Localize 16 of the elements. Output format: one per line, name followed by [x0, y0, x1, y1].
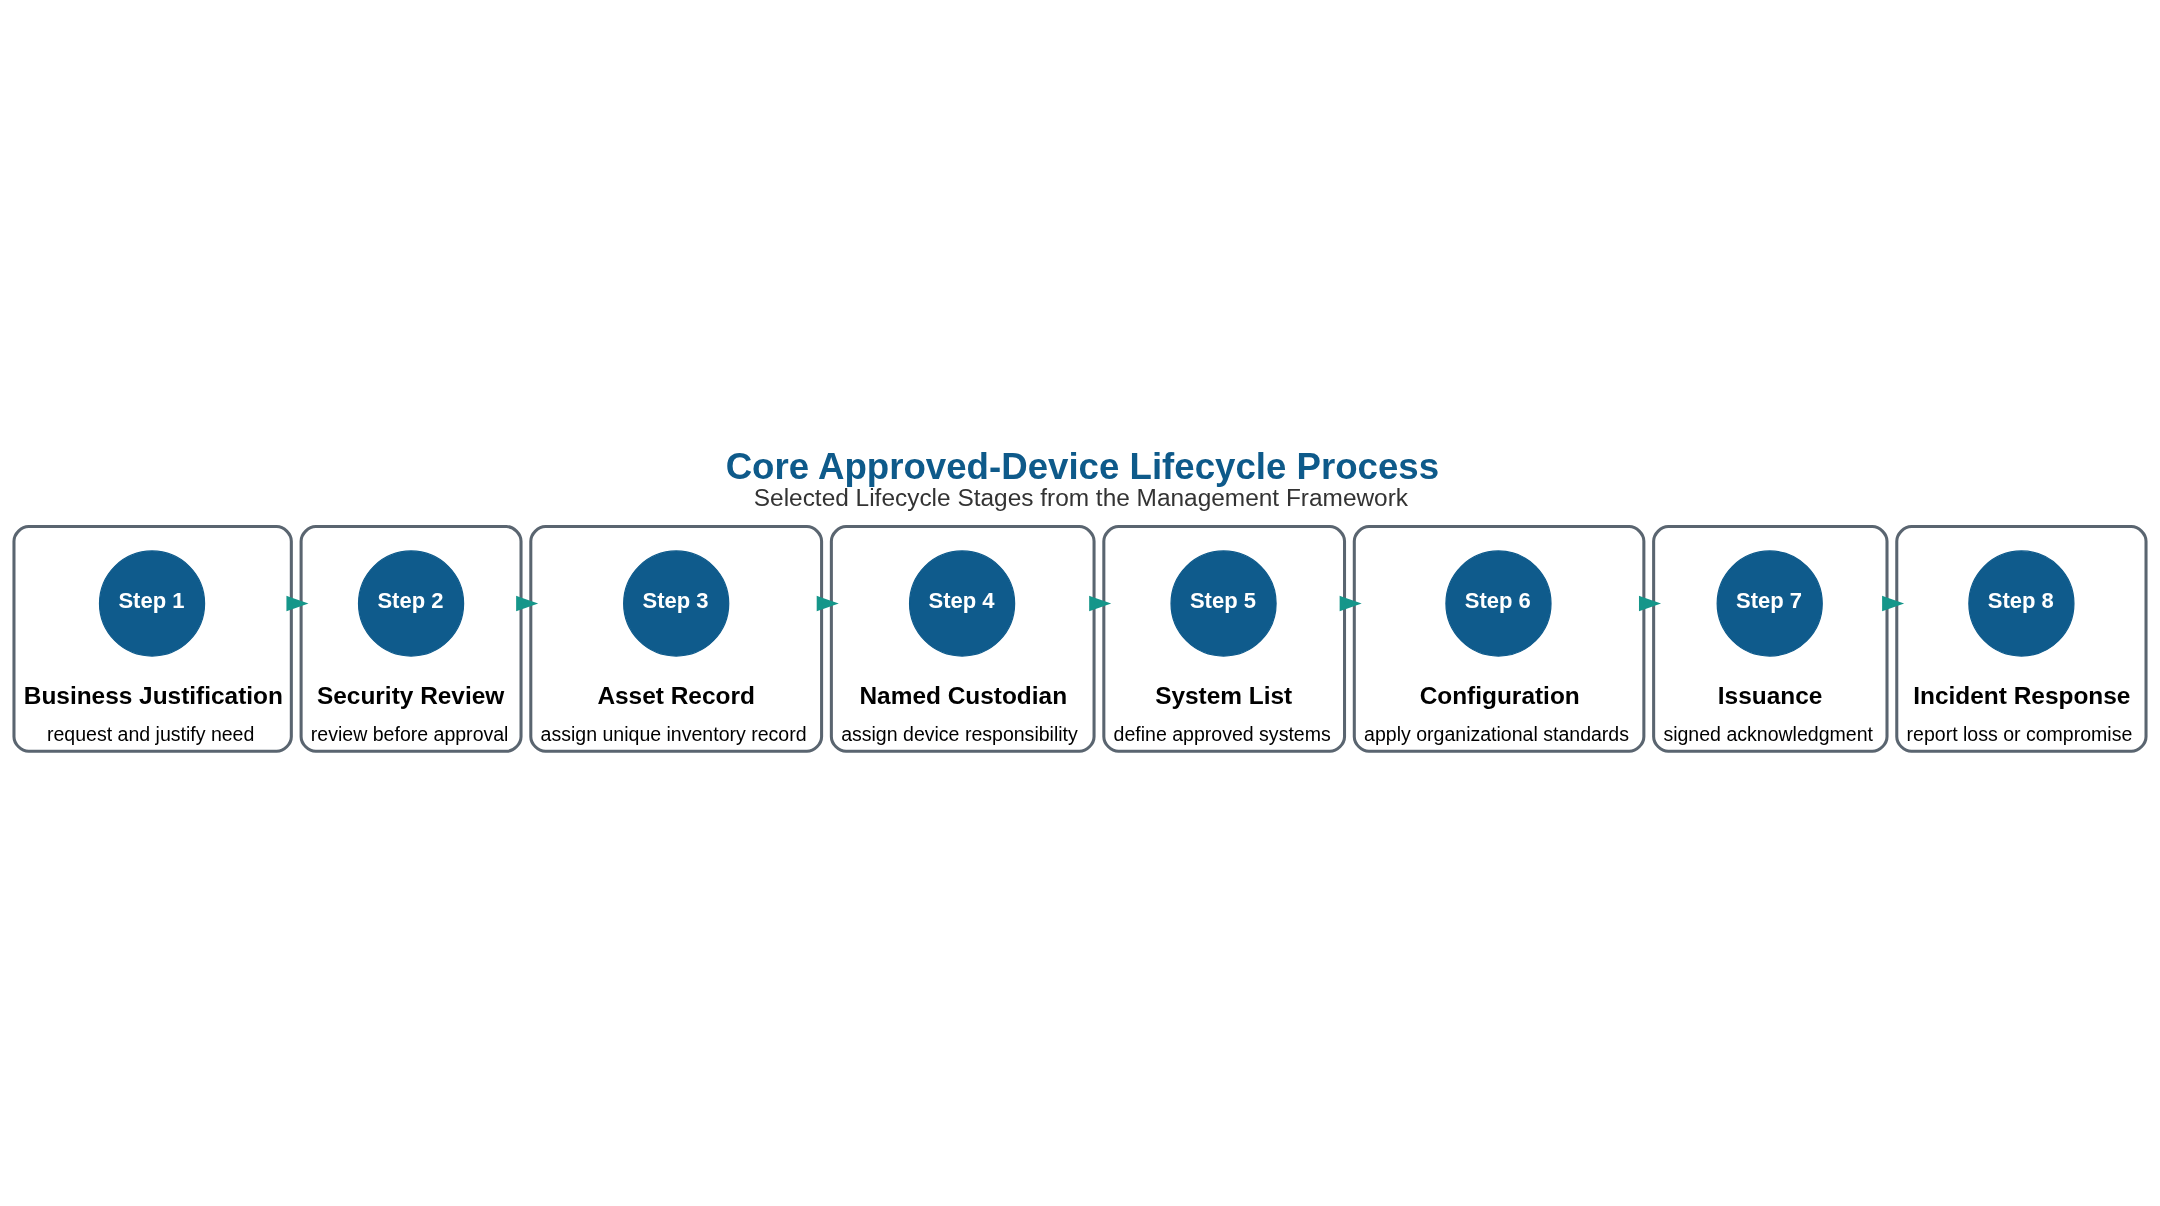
arrow: [1638, 595, 1662, 611]
node-circle: Step 8: [1968, 549, 2075, 657]
node-circle: Step 2: [357, 549, 465, 657]
arrow: [816, 595, 839, 611]
arrow: [286, 595, 309, 611]
arrow: [1339, 595, 1362, 611]
node-circle: Step 3: [623, 549, 730, 657]
node-circle: Step 7: [1716, 549, 1823, 657]
arrow: [516, 595, 539, 611]
node-circle: Step 5: [1170, 549, 1277, 657]
arrow: [1882, 595, 1905, 611]
node-circle: Step 1: [98, 549, 206, 657]
node-circle: Step 4: [908, 549, 1016, 657]
node-circle: Step 6: [1445, 549, 1552, 657]
arrow: [1089, 595, 1112, 611]
diagram-title: Core Approved-Device Lifecycle Process: [725, 445, 1440, 487]
